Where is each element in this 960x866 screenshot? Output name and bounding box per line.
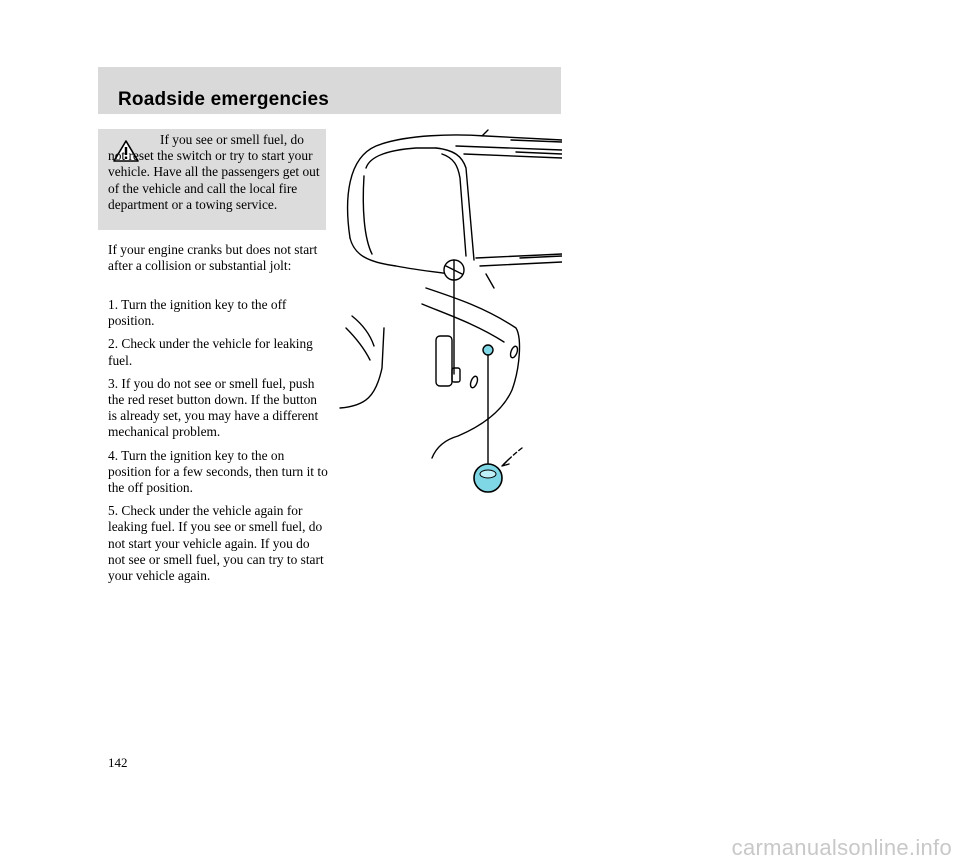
watermark-link[interactable]: carmanualsonline.info — [731, 835, 952, 860]
warning-text: If you see or smell fuel, do not reset t… — [108, 132, 323, 213]
step-item: 2. Check under the vehicle for leaking f… — [108, 336, 313, 368]
vehicle-reset-switch-illustration — [339, 129, 562, 493]
steps-list: 1. Turn the ignition key to the off posi… — [108, 297, 328, 591]
kick-panel — [339, 327, 385, 409]
section-header: Roadside emergencies — [98, 67, 561, 114]
reset-housing — [435, 335, 453, 387]
section-title: Roadside emergencies — [118, 89, 329, 110]
warning-callout: If you see or smell fuel, do not reset t… — [98, 129, 326, 230]
warning-triangle-icon — [113, 140, 139, 162]
car-outline — [346, 134, 562, 239]
intro-paragraph: If your engine cranks but does not start… — [108, 242, 318, 274]
page-number: 142 — [108, 755, 128, 770]
step-item: 5. Check under the vehicle again for lea… — [108, 503, 324, 584]
car-door-lines — [435, 147, 475, 261]
step-item: 4. Turn the ignition key to the on posit… — [108, 447, 328, 496]
step-item: 3. If you do not see or smell fuel, push… — [108, 375, 319, 440]
warning-line-rest: not reset the switch or try to start you… — [108, 148, 320, 212]
warning-line-1: If you see or smell fuel, do — [160, 132, 304, 147]
reset-button-small — [482, 344, 494, 356]
step-item: 1. Turn the ignition key to the off posi… — [108, 297, 287, 329]
